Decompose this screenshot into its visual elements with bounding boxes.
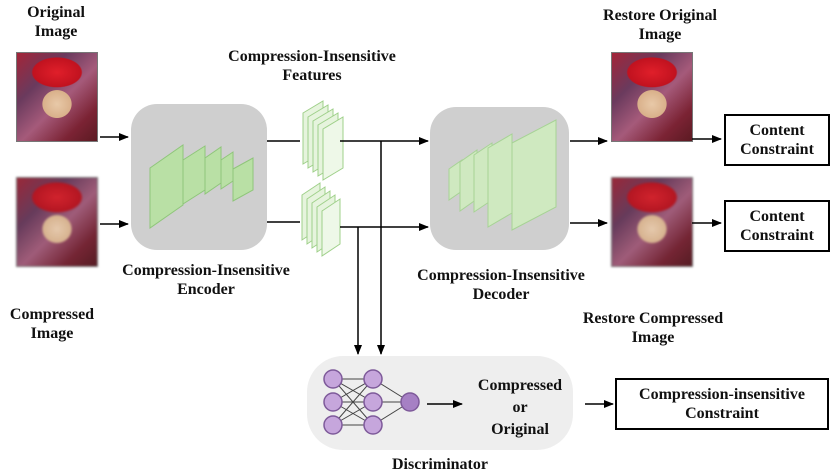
encoder-layer-5 [232,157,254,202]
encoder-layer-1 [149,144,184,229]
original-image [16,52,98,142]
encoder-layer-3 [204,146,222,195]
feature-stack-top [302,100,344,181]
restored-original-image [611,52,693,142]
decoder-layers [448,119,557,231]
discriminator-box [307,356,573,450]
encoder-layers [149,144,254,229]
decoder-layer-4 [487,133,513,228]
compression-insensitive-constraint: Compression-insensitive Constraint [615,378,829,430]
encoder-layer-2 [182,145,206,205]
neural-network-nodes [323,369,420,435]
encoder-layer-4 [220,151,234,190]
compressed-image [16,177,98,267]
content-constraint-top: Content Constraint [724,114,830,166]
content-constraint-bottom: Content Constraint [724,200,830,252]
discriminator-label: Discriminator [392,456,488,473]
decoder-layer-5 [511,119,557,231]
restored-compressed-image [611,177,693,267]
feature-stack-bottom [301,182,341,257]
